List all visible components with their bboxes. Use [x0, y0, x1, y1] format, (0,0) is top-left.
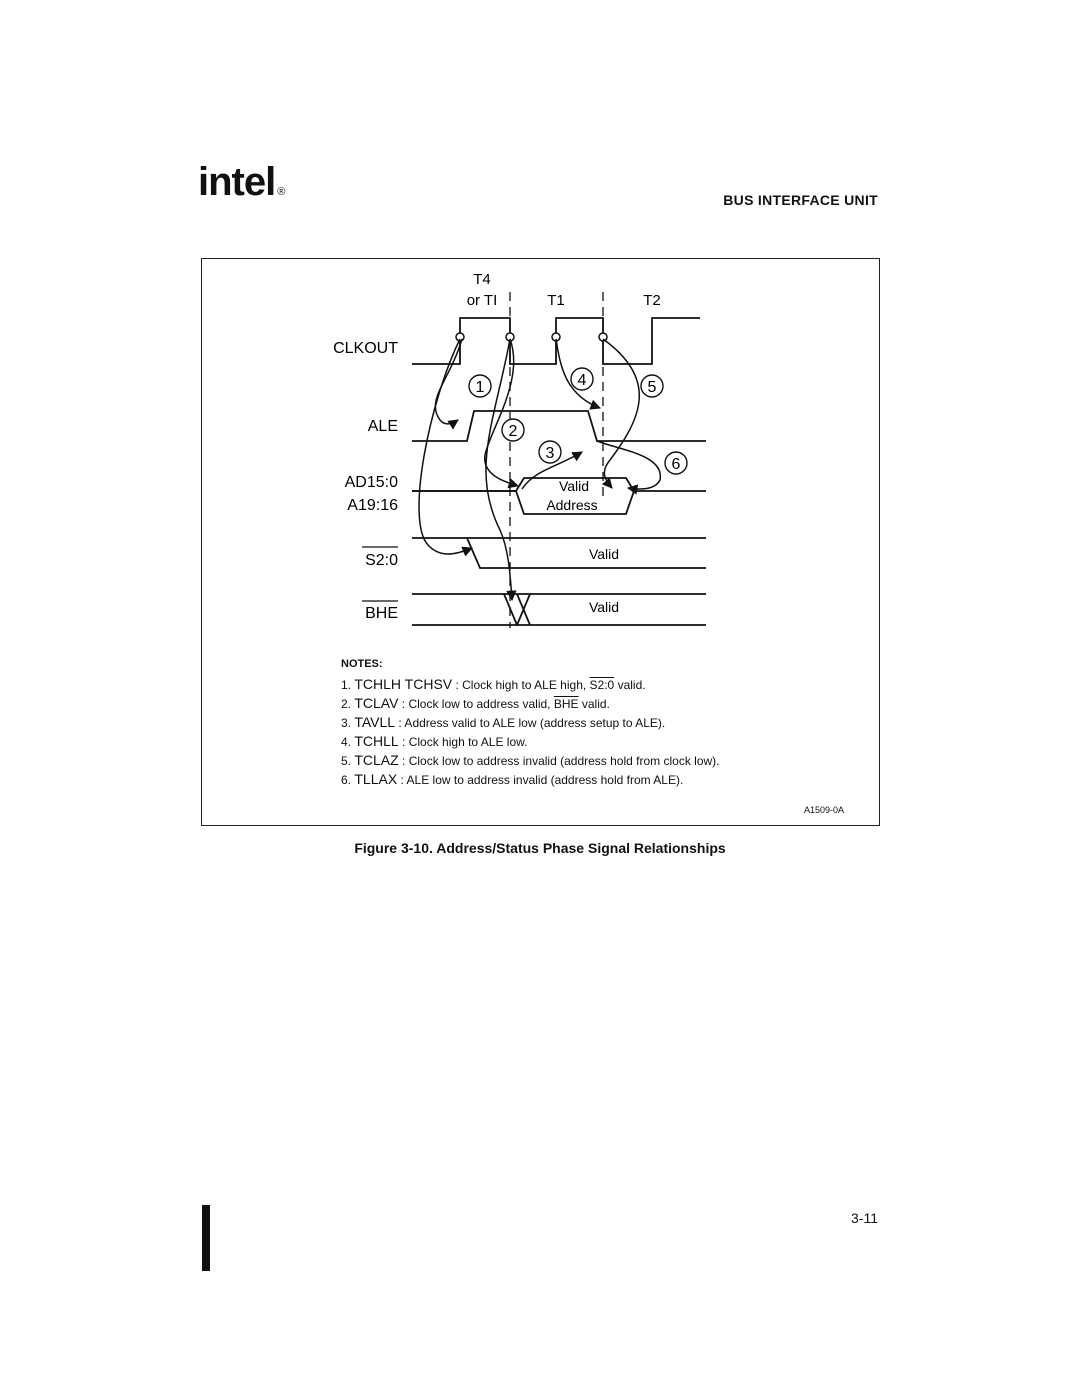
timing-arrow-2b	[484, 338, 520, 489]
address-bus-waveform-low	[412, 490, 635, 515]
svg-text:5: 5	[648, 379, 657, 396]
svg-text:3: 3	[546, 445, 555, 462]
status-valid-label: Valid	[589, 546, 619, 562]
signal-ad-label: AD15:0	[345, 474, 398, 491]
ale-waveform	[412, 410, 706, 442]
figure-frame	[201, 258, 880, 826]
figure-caption: Figure 3-10. Address/Status Phase Signal…	[354, 840, 726, 856]
page-edge-bar	[202, 1205, 210, 1271]
note-row: 2. TCLAV : Clock low to address valid, B…	[341, 695, 610, 711]
svg-text:6: 6	[672, 456, 681, 473]
marker-3: 3	[538, 440, 562, 464]
signal-ale-label: ALE	[368, 418, 398, 435]
marker-4: 4	[570, 367, 594, 391]
figure-notes: NOTES: 1. TCHLH TCHSV : Clock high to AL…	[341, 655, 720, 789]
note-row: 4. TCHLL : Clock high to ALE low.	[341, 733, 528, 749]
marker-2: 2	[501, 418, 525, 442]
note-row: 3. TAVLL : Address valid to ALE low (add…	[341, 714, 666, 730]
bus-valid-label: Valid	[559, 478, 589, 494]
figure-id: A1509-0A	[804, 805, 845, 815]
clock-edge-marker	[598, 332, 608, 342]
period-t2: T2	[643, 292, 661, 309]
signal-s-label: S2:0	[365, 552, 398, 569]
bus-address-label: Address	[546, 497, 597, 513]
svg-text:4: 4	[578, 372, 587, 389]
period-t4: T4	[473, 271, 491, 288]
timing-arrow-5	[601, 338, 641, 489]
bhe-waveform	[412, 593, 519, 626]
marker-6: 6	[664, 451, 688, 475]
signal-clkout-label: CLKOUT	[333, 340, 398, 357]
period-or-ti: or TI	[467, 292, 498, 309]
note-row: 6. TLLAX : ALE low to address invalid (a…	[341, 771, 684, 787]
note-row: 1. TCHLH TCHSV : Clock high to ALE high,…	[341, 676, 646, 692]
timing-arrow-6	[596, 440, 661, 495]
signal-bhe-label: BHE	[365, 605, 398, 622]
notes-heading: NOTES:	[341, 658, 383, 670]
signal-a-label: A19:16	[347, 497, 398, 514]
timing-diagram: T4 or TI T1 T2 CLKOUT ALE AD15:0 A19:16 …	[333, 271, 706, 628]
timing-arrow-3	[521, 451, 583, 490]
bhe-waveform-valid	[504, 593, 706, 626]
timing-arrow-1	[434, 338, 463, 430]
timing-arrow-1b	[418, 338, 473, 557]
bhe-valid-label: Valid	[589, 599, 619, 615]
marker-5: 5	[640, 374, 664, 398]
svg-text:1: 1	[476, 379, 485, 396]
section-title: BUS INTERFACE UNIT	[723, 192, 878, 208]
note-row: 5. TCLAZ : Clock low to address invalid …	[341, 752, 720, 768]
marker-1: 1	[468, 374, 492, 398]
svg-text:2: 2	[509, 423, 518, 440]
page-number: 3-11	[851, 1210, 878, 1226]
period-t1: T1	[547, 292, 565, 309]
timing-arrow-4	[555, 338, 601, 410]
timing-arrow-2	[485, 338, 517, 602]
intel-logo: intel®	[198, 160, 285, 204]
status-waveform	[412, 537, 706, 569]
